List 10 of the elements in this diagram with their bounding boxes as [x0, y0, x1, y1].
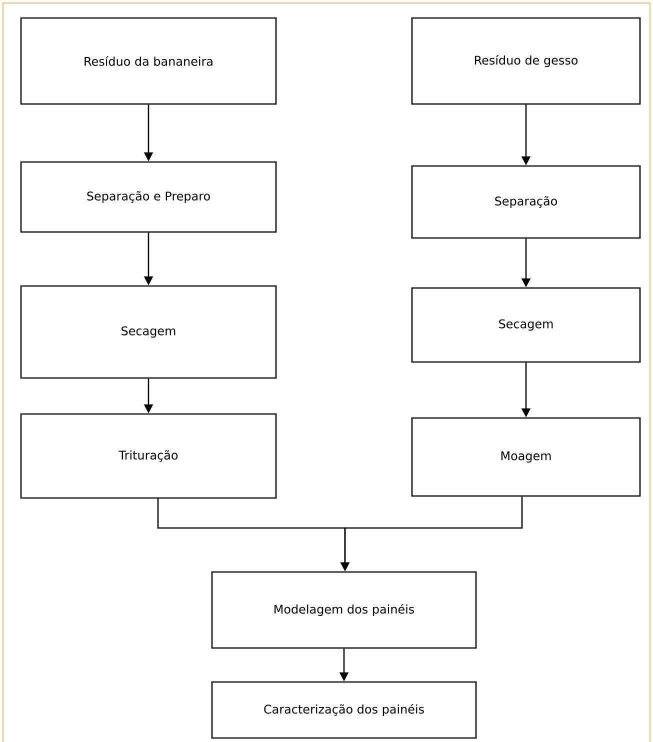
process-box: Moagem — [411, 417, 641, 497]
process-box: Modelagem dos painéis — [211, 571, 477, 649]
process-box: Resíduo da bananeira — [20, 17, 277, 105]
process-box: Caracterização dos painéis — [211, 681, 477, 739]
process-box: Resíduo de gesso — [411, 17, 641, 105]
process-box: Separação — [411, 165, 641, 239]
process-box: Secagem — [411, 287, 641, 363]
process-box: Trituração — [20, 413, 277, 499]
process-box: Secagem — [20, 285, 277, 379]
process-box: Separação e Preparo — [20, 161, 277, 233]
